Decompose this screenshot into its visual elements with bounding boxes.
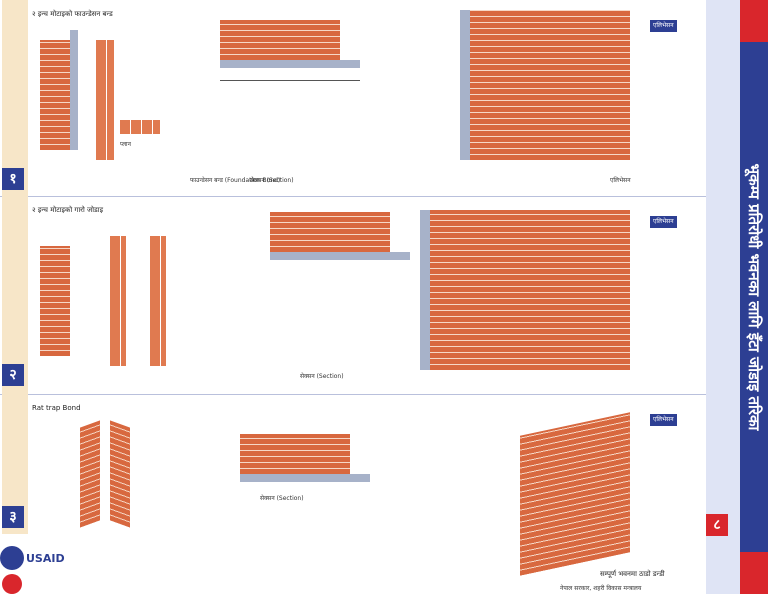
step-3-label: Rat trap Bond (32, 404, 81, 412)
section-slab-3 (240, 474, 370, 482)
step-8-label: सम्पूर्ण भवनमा ठाडो डन्डी (600, 570, 665, 578)
wall-3d-edge (460, 10, 470, 160)
info-box-3: एलिभेसन (650, 414, 677, 426)
row-step-2: २ २ इन्च मोटाइको गारो जोडाइ सेक्सन (Sect… (0, 196, 706, 395)
rat-trap-chevron-2 (110, 420, 130, 528)
column-strip-3 (150, 236, 166, 366)
government-seal-icon (2, 574, 22, 594)
foundation-bond-label: फाउन्डेसन बन्ड (Foundation Bond) (190, 177, 281, 184)
step-2-bar (2, 196, 28, 394)
usaid-seal-icon (0, 546, 24, 570)
usaid-logo-text: USAID (26, 552, 65, 565)
section-slab-2 (270, 252, 410, 260)
elevation-label: एलिभेसन (610, 177, 631, 184)
info-box-2: एलिभेसन (650, 216, 677, 228)
column-strip (96, 40, 114, 160)
title-corner-top (740, 0, 768, 42)
section-label-2: सेक्सन (Section) (300, 373, 344, 380)
title-banner: भूकम्प प्रतिरोधी भवनका लागि इँटा जोडाइ त… (740, 0, 768, 594)
title-corner-bottom (740, 552, 768, 594)
section-wall-2 (270, 212, 390, 252)
section-slab (220, 60, 360, 68)
step-3-number: ३ (2, 506, 24, 528)
section-label-3: सेक्सन (Section) (260, 495, 304, 502)
step-8-number: ८ (706, 514, 728, 536)
pillar-3d-2 (40, 246, 70, 356)
section-wall (220, 20, 340, 60)
footer-credit: नेपाल सरकार, शहरी विकास मन्त्रालय (560, 585, 642, 592)
column-strip-2 (110, 236, 126, 366)
step-2-label: २ इन्च मोटाइको गारो जोडाइ (32, 206, 104, 214)
row-step-3: ३ Rat trap Bond सेक्सन (Section) एलिभेसन… (0, 394, 728, 594)
wall-3d-2-edge (420, 210, 430, 370)
section-label: सेक्सन (Section) (250, 177, 294, 184)
corner-wall-3d (520, 412, 630, 576)
info-box-1: एलिभेसन (650, 20, 677, 32)
row-step-1: १ २ इन्च मोटाइको फाउन्डेसन बन्ड प्लान फा… (0, 0, 706, 197)
wall-3d-2 (430, 210, 630, 370)
step-1-bar (2, 0, 28, 196)
page-title: भूकम्प प्रतिरोधी भवनका लागि इँटा जोडाइ त… (745, 163, 763, 431)
rat-trap-chevron-1 (80, 420, 100, 528)
step-1-label: २ इन्च मोटाइको फाउन्डेसन बन्ड (32, 10, 113, 18)
step-1-number: १ (2, 168, 24, 190)
intro-band (706, 0, 740, 594)
step-2-number: २ (2, 364, 24, 386)
section-wall-3 (240, 434, 350, 474)
plan-label: प्लान (120, 141, 131, 148)
pillar-3d (40, 40, 70, 150)
pillar-side (70, 30, 78, 150)
wall-3d (470, 10, 630, 160)
plan-block (120, 120, 160, 134)
dimension-line (220, 80, 360, 81)
